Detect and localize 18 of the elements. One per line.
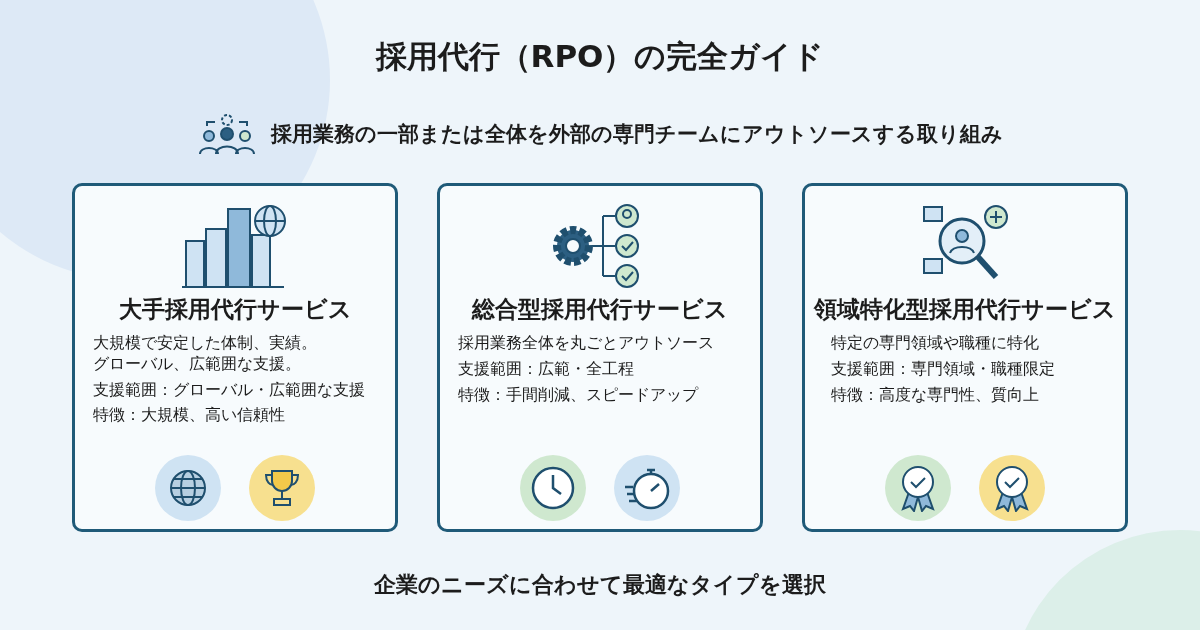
card-text: 採用業務全体を丸ごとアウトソース: [458, 333, 715, 354]
card-text: 支援範囲：専門領域・職種限定: [831, 358, 1056, 380]
card-heading: 領域特化型採用代行サービス: [814, 295, 1116, 324]
card-text: 特徴：手間削減、スピードアップ: [458, 384, 700, 406]
card-text: 特徴：高度な専門性、質向上: [831, 384, 1040, 406]
service-card: [72, 183, 398, 532]
card-text: 支援範囲：広範・全工程: [458, 358, 635, 380]
card-text: 特徴：大規模、高い信頼性: [93, 405, 286, 427]
card-text: 支援範囲：グローバル・広範囲な支援: [93, 379, 366, 401]
service-card: [437, 183, 763, 532]
card-text: 大規模で安定した体制、実績。グローバル、広範囲な支援。: [93, 333, 318, 375]
subtitle: 採用業務の一部または全体を外部の専門チームにアウトソースする取り組み: [271, 121, 1003, 148]
card-heading: 総合型採用代行サービス: [472, 295, 728, 324]
service-card: [802, 183, 1128, 532]
caption: 企業のニーズに合わせて最適なタイプを選択: [374, 571, 826, 599]
card-heading: 大手採用代行サービス: [118, 295, 352, 324]
card-text: 特定の専門領域や職種に特化: [831, 333, 1040, 354]
title: 採用代行（RPO）の完全ガイド: [375, 37, 825, 76]
